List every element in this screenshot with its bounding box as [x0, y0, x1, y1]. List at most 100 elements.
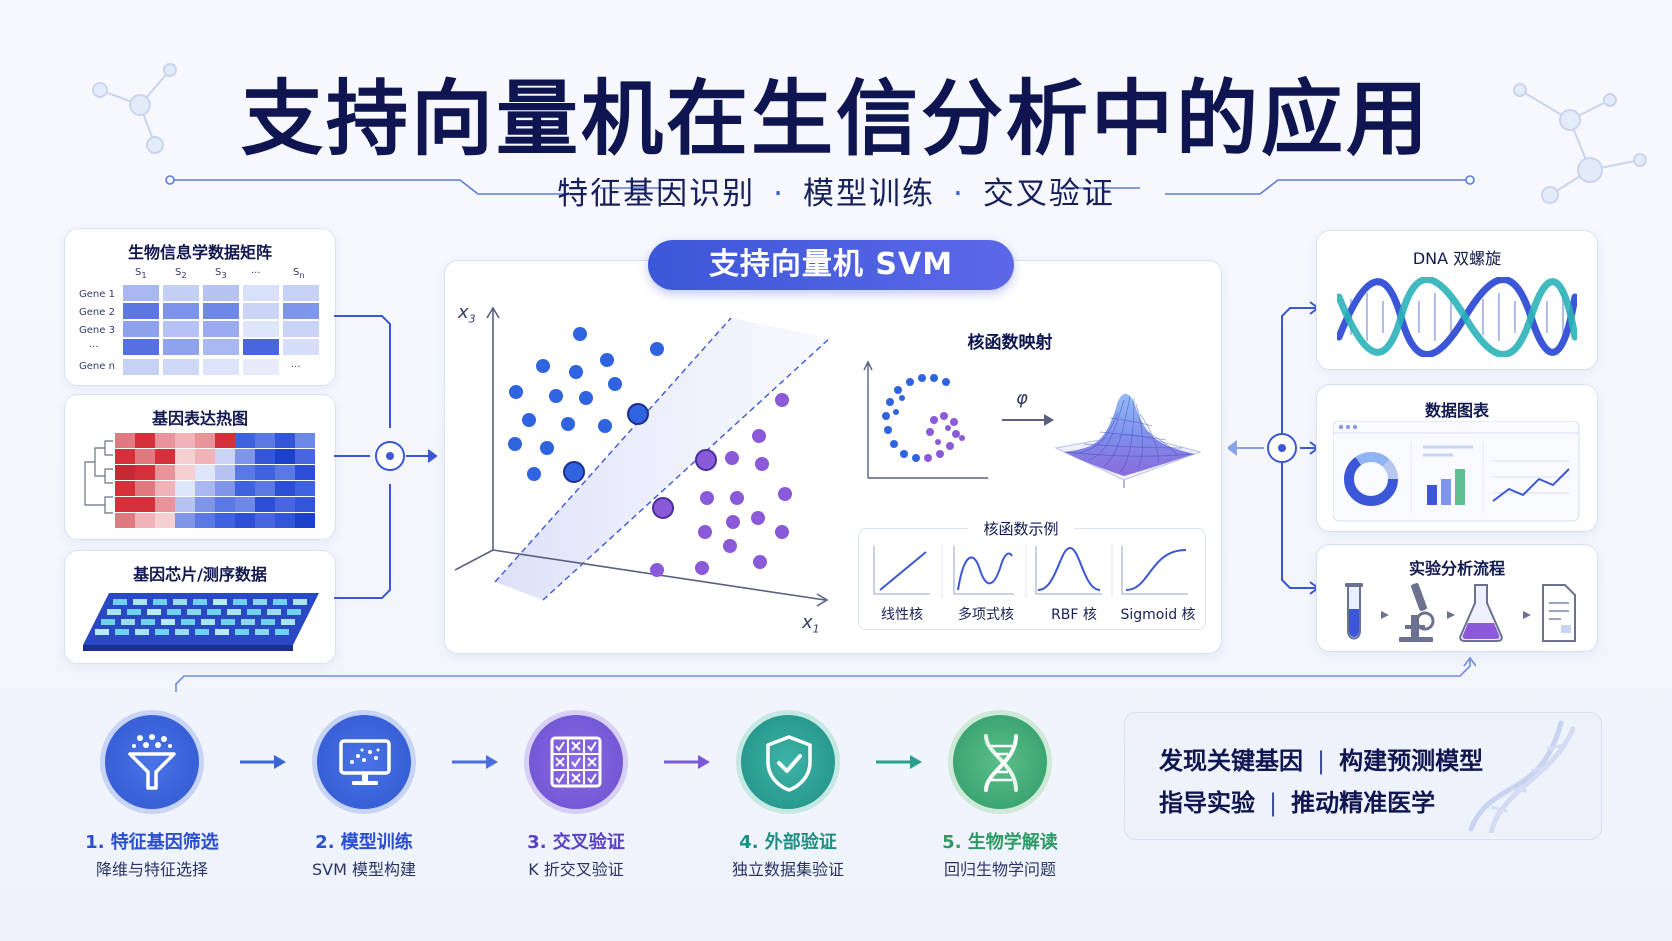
matrix-row-ellipsis: ... [89, 339, 99, 350]
class-a-point [509, 385, 523, 399]
class-a-point [540, 441, 554, 455]
axis-label-x1: x1 [802, 612, 820, 636]
axis-label-x3: x3 [458, 302, 476, 326]
class-b-point [695, 561, 709, 575]
class-b-point [730, 491, 744, 505]
support-vector-a [627, 403, 649, 425]
class-b-point [725, 451, 739, 465]
matrix-col-s2: S2 [175, 267, 187, 280]
step-4-title: 4. 外部验证 [739, 832, 837, 853]
matrix-col-sn: Sn [293, 267, 305, 280]
class-a-point [569, 365, 583, 379]
step-1-subtitle: 降维与特征选择 [95, 860, 208, 879]
step-4-subtitle: 独立数据集验证 [731, 860, 844, 879]
kernel-mapping-title: 核函数映射 [967, 333, 1053, 353]
step-5-circle [948, 710, 1052, 814]
class-a-point [527, 467, 541, 481]
class-a-point [536, 359, 550, 373]
class-b-point [753, 555, 767, 569]
class-b-point [778, 487, 792, 501]
svm-label: 支持向量机 SVM [648, 240, 1014, 290]
step-5-subtitle: 回归生物学问题 [943, 860, 1056, 879]
linear-kernel-curve [879, 551, 927, 591]
subtitle-separator-1: · [773, 176, 785, 212]
left-connectors [334, 315, 438, 599]
step-1-title: 1. 特征基因筛选 [85, 832, 219, 853]
subtitle-divider [165, 175, 1475, 195]
support-vector-b [695, 449, 717, 471]
summary-item-4: 推动精准医学 [1291, 789, 1436, 817]
summary-sep-2: | [1269, 789, 1278, 817]
loop-back-connector [175, 656, 1476, 692]
dna-watermark-icon [1468, 720, 1576, 833]
heatmap-grid [115, 433, 315, 528]
heatmap-card: 基因表达热图 [64, 394, 336, 540]
class-a-point [650, 342, 664, 356]
charts-card: 数据图表 [1316, 384, 1598, 532]
subtitle: 特征基因识别·模型训练·交叉验证 [0, 168, 1672, 213]
step-arrow-3 [664, 755, 710, 769]
class-a-point [508, 437, 522, 451]
support-vector-b [652, 497, 674, 519]
matrix-row-trailing: ... [291, 359, 301, 370]
step-arrow-4 [876, 755, 922, 769]
report-icon [1542, 584, 1576, 642]
kernel-sigmoid-label: Sigmoid 核 [1120, 607, 1196, 623]
class-b-point [751, 511, 765, 525]
monitor-icon [339, 739, 391, 785]
class-b-point [723, 539, 737, 553]
funnel-icon [128, 734, 176, 790]
subtitle-part-3: 交叉验证 [982, 176, 1115, 212]
step-2-circle [312, 710, 416, 814]
class-b-point [726, 515, 740, 529]
class-a-point [600, 353, 614, 367]
svm-data-points [508, 327, 792, 577]
dna-helix-icon [1337, 277, 1577, 357]
matrix-col-s3: S3 [215, 267, 227, 280]
dashboard-icon [1333, 421, 1580, 522]
sigmoid-kernel-curve [1125, 549, 1187, 591]
rbf-kernel-curve [1037, 546, 1101, 591]
kernel-linear-label: 线性核 [881, 607, 923, 623]
dna-title: DNA 双螺旋 [1412, 249, 1502, 268]
dna-icon [984, 734, 1018, 792]
heatmap-dendrogram [84, 440, 113, 514]
class-b-point [775, 525, 789, 539]
step-arrow-2 [452, 755, 498, 769]
grid-check-icon [550, 736, 602, 788]
matrix-row-genen: Gene n [79, 361, 115, 372]
gene-chip-icon [83, 593, 319, 651]
summary-item-1: 发现关键基因 [1159, 747, 1303, 775]
class-a-point [579, 391, 593, 405]
summary-item-2: 构建预测模型 [1339, 747, 1484, 775]
step-3-subtitle: K 折交叉验证 [528, 860, 624, 879]
matrix-title: 生物信息学数据矩阵 [127, 243, 272, 262]
class-a-point [573, 327, 587, 341]
workflow-title: 实验分析流程 [1408, 559, 1505, 578]
matrix-grid [123, 285, 319, 375]
summary-item-3: 指导实验 [1159, 789, 1255, 817]
matrix-row-gene2: Gene 2 [79, 307, 115, 318]
molecule-decoration-right [1513, 83, 1647, 204]
subtitle-part-2: 模型训练 [803, 176, 935, 212]
class-a-point [522, 413, 536, 427]
shield-check-icon [766, 735, 812, 792]
matrix-col-ellipsis: ... [251, 265, 261, 276]
molecule-decoration-left [92, 63, 177, 154]
subtitle-part-1: 特征基因识别 [557, 176, 756, 212]
phi-label: φ [1016, 388, 1028, 409]
flask-icon [1459, 584, 1503, 642]
step-3-title: 3. 交叉验证 [527, 832, 625, 853]
chip-card: 基因芯片/测序数据 [64, 550, 336, 664]
matrix-row-gene1: Gene 1 [79, 289, 115, 300]
step-4-circle [736, 710, 840, 814]
step-3-circle [524, 710, 628, 814]
kernel-rbf-label: RBF 核 [1051, 607, 1097, 623]
class-b-point [650, 563, 664, 577]
workflow-card: 实验分析流程 [1316, 544, 1598, 652]
class-b-point [755, 457, 769, 471]
support-vector-a [563, 461, 585, 483]
step-2-subtitle: SVM 模型构建 [312, 860, 416, 879]
heatmap-title: 基因表达热图 [151, 409, 248, 428]
kernel-input-space [863, 360, 988, 479]
